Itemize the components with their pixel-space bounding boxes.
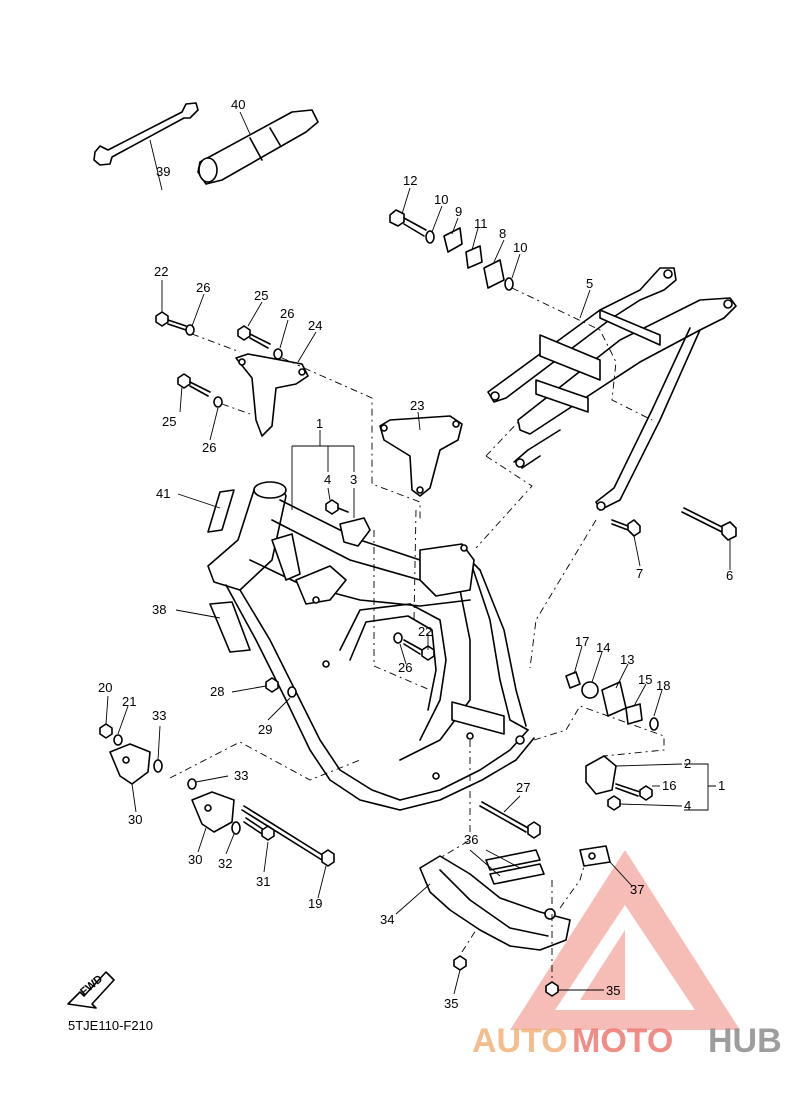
rear-mount-parts bbox=[565, 671, 659, 811]
label-22b: 22 bbox=[418, 624, 432, 639]
label-23: 23 bbox=[410, 398, 424, 413]
label-5: 5 bbox=[586, 276, 593, 291]
leader-lines bbox=[105, 111, 731, 995]
label-20: 20 bbox=[98, 680, 112, 695]
label-6: 6 bbox=[726, 568, 733, 583]
long-bolt-6 bbox=[681, 507, 737, 541]
socket-wrench-tool bbox=[197, 109, 319, 185]
label-8: 8 bbox=[499, 226, 506, 241]
label-17: 17 bbox=[575, 634, 589, 649]
watermark-logo bbox=[510, 850, 740, 1030]
main-frame bbox=[207, 481, 535, 811]
label-30b: 30 bbox=[188, 852, 202, 867]
label-25a: 25 bbox=[254, 288, 268, 303]
upper-bolt-stack bbox=[389, 209, 514, 291]
label-26c: 26 bbox=[202, 440, 216, 455]
label-4a: 4 bbox=[324, 472, 331, 487]
assembly-lines bbox=[169, 287, 665, 980]
label-14: 14 bbox=[596, 640, 610, 655]
bracket-24 bbox=[235, 353, 309, 437]
label-25b: 25 bbox=[162, 414, 176, 429]
label-4b: 4 bbox=[684, 798, 691, 813]
label-15: 15 bbox=[638, 672, 652, 687]
label-37: 37 bbox=[630, 882, 644, 897]
label-26d: 26 bbox=[398, 660, 412, 675]
footrest-parts bbox=[99, 677, 335, 867]
label-16: 16 bbox=[662, 778, 676, 793]
label-7: 7 bbox=[636, 566, 643, 581]
label-31: 31 bbox=[256, 874, 270, 889]
label-35b: 35 bbox=[606, 983, 620, 998]
label-26b: 26 bbox=[280, 306, 294, 321]
watermark-moto: MOTO bbox=[572, 1022, 673, 1060]
label-11: 11 bbox=[474, 216, 488, 231]
label-33b: 33 bbox=[234, 768, 248, 783]
label-24: 24 bbox=[308, 318, 322, 333]
label-40: 40 bbox=[231, 97, 245, 112]
watermark-auto: AUTO bbox=[472, 1022, 568, 1060]
rear-subframe bbox=[487, 267, 737, 511]
label-18: 18 bbox=[656, 678, 670, 693]
label-28: 28 bbox=[210, 684, 224, 699]
label-2: 2 bbox=[684, 756, 691, 771]
label-22a: 22 bbox=[154, 264, 168, 279]
watermark-text: AUTO MOTO HUB bbox=[472, 1022, 782, 1060]
label-34: 34 bbox=[380, 912, 394, 927]
fwd-arrow-icon: FWD bbox=[67, 971, 115, 1009]
decal-38 bbox=[209, 601, 251, 653]
label-10b: 10 bbox=[513, 240, 527, 255]
label-29: 29 bbox=[258, 722, 272, 737]
label-3a: 3 bbox=[350, 472, 357, 487]
label-12: 12 bbox=[403, 173, 417, 188]
skid-plate bbox=[419, 801, 611, 997]
label-9: 9 bbox=[455, 204, 462, 219]
bolt-7 bbox=[611, 519, 641, 537]
label-1a: 1 bbox=[316, 416, 323, 431]
bracket-23 bbox=[379, 415, 463, 497]
label-33a: 33 bbox=[152, 708, 166, 723]
decal-41 bbox=[207, 489, 235, 533]
label-32: 32 bbox=[218, 856, 232, 871]
label-38: 38 bbox=[152, 602, 166, 617]
label-30a: 30 bbox=[128, 812, 142, 827]
label-39: 39 bbox=[156, 164, 170, 179]
label-41: 41 bbox=[156, 486, 170, 501]
label-26a: 26 bbox=[196, 280, 210, 295]
label-13: 13 bbox=[620, 652, 634, 667]
label-36: 36 bbox=[464, 832, 478, 847]
spanner-tool bbox=[93, 102, 199, 166]
diagram-code: 5TJE110-F210 bbox=[68, 1018, 153, 1033]
label-10a: 10 bbox=[434, 192, 448, 207]
label-35a: 35 bbox=[444, 996, 458, 1011]
label-19: 19 bbox=[308, 896, 322, 911]
part-labels: 39 40 12 10 9 11 8 10 5 22 26 25 26 24 2… bbox=[98, 97, 733, 1011]
label-1b: 1 bbox=[718, 778, 725, 793]
label-21: 21 bbox=[122, 694, 136, 709]
label-27: 27 bbox=[516, 780, 530, 795]
watermark-hub: HUB bbox=[708, 1022, 782, 1060]
